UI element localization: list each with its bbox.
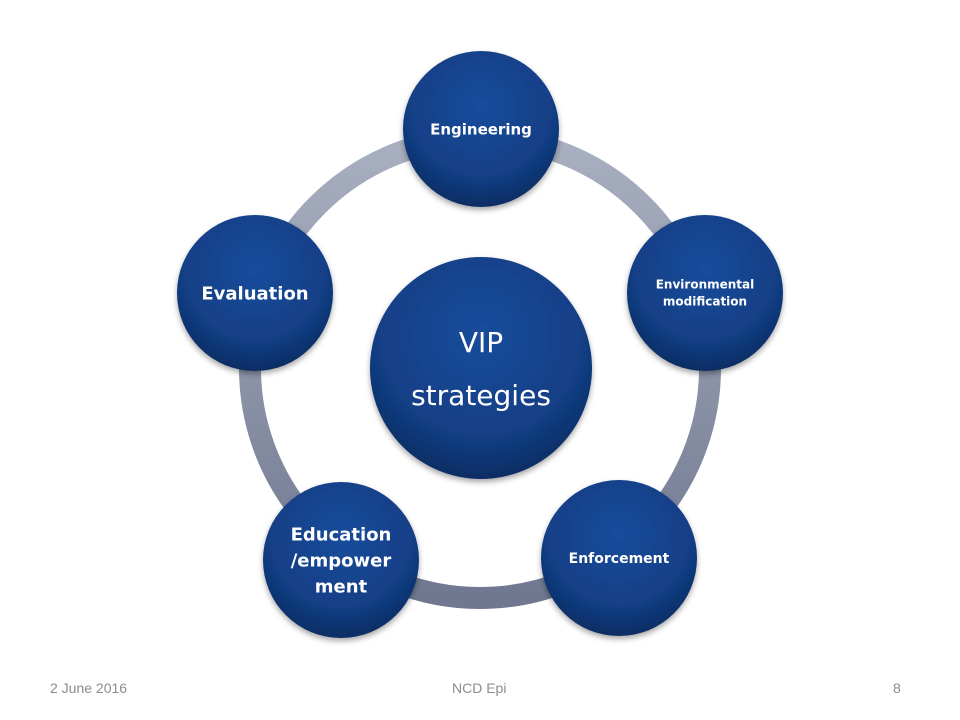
node-engineering: Engineering: [403, 51, 559, 207]
node-label-evaluation-line-1: Evaluation: [201, 283, 308, 304]
node-environmental-modification: Environmental modification: [627, 215, 783, 371]
node-label-environmental-modification-line-1: Environmental: [656, 278, 755, 292]
node-education-empowerment: Education/empower ment: [263, 482, 419, 638]
node-circle-education-empowerment: [263, 482, 419, 638]
footer-date: 2 June 2016: [50, 680, 128, 696]
node-label-education-empowerment-line-3: ment: [315, 576, 368, 597]
footer-title: NCD Epi: [452, 680, 507, 696]
node-circle-enforcement: [541, 480, 697, 636]
center-label-line-1: VIP: [459, 326, 503, 359]
node-label-environmental-modification-line-2: modification: [663, 295, 747, 309]
node-label-education-empowerment-line-1: Education: [291, 524, 392, 545]
node-label-education-empowerment-line-2: /empower: [291, 550, 392, 571]
node-circle-environmental-modification: [627, 215, 783, 371]
node-circle-engineering: [403, 51, 559, 207]
center-label-line-2: strategies: [411, 379, 551, 412]
node-label-enforcement-line-1: Enforcement: [569, 551, 670, 567]
node-enforcement: Enforcement: [541, 480, 697, 636]
node-label-engineering-line-1: Engineering: [430, 120, 532, 138]
footer-page-number: 8: [893, 680, 901, 696]
center-circle: [370, 257, 592, 479]
center-node-vip-strategies: VIP strategies: [370, 257, 592, 479]
node-evaluation: Evaluation: [177, 215, 333, 371]
node-circle-evaluation: [177, 215, 333, 371]
